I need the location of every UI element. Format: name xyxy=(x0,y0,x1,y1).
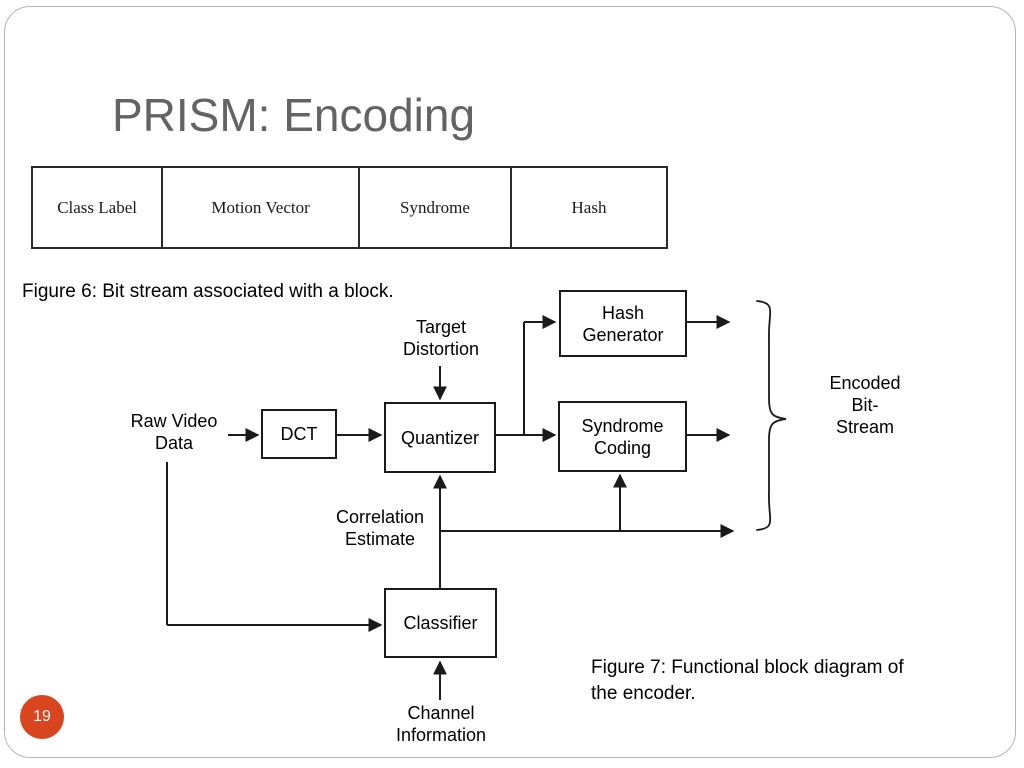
table-cell-label: Class Label xyxy=(57,197,137,217)
label-target-distortion: Target Distortion xyxy=(380,316,502,360)
label-correlation-estimate: Correlation Estimate xyxy=(320,506,440,550)
label-encoded-bit-stream: Encoded Bit- Stream xyxy=(805,372,925,438)
label-channel-information: Channel Information xyxy=(380,702,502,746)
block-label: Classifier xyxy=(403,613,478,633)
block-quantizer: Quantizer xyxy=(384,402,496,473)
page-title: PRISM: Encoding xyxy=(112,89,476,141)
label-line2: Estimate xyxy=(344,529,416,549)
block-hash-generator: Hash Generator xyxy=(559,290,687,357)
block-label: Quantizer xyxy=(400,427,480,448)
block-label: DCT xyxy=(280,424,318,444)
label-line1: Raw Video xyxy=(130,411,218,431)
block-dct: DCT xyxy=(261,409,337,459)
label-line1: Encoded xyxy=(829,373,901,393)
block-syndrome-coding: Syndrome Coding xyxy=(558,401,687,472)
block-label-line1: Hash xyxy=(601,302,645,323)
table-cell-syndrome: Syndrome xyxy=(360,168,512,247)
page-number-text: 19 xyxy=(33,708,51,725)
figure-7-caption: Figure 7: Functional block diagram of th… xyxy=(591,657,904,704)
table-cell-label: Syndrome xyxy=(400,197,470,217)
table-cell-label: Hash xyxy=(571,197,607,217)
table-cell-label: Motion Vector xyxy=(211,197,310,217)
page-number-badge: 19 xyxy=(20,695,64,739)
label-line1: Channel xyxy=(407,703,475,723)
label-line3: Stream xyxy=(835,417,895,437)
label-line1: Correlation xyxy=(335,507,425,527)
label-raw-video-data: Raw Video Data xyxy=(118,410,230,454)
figure-6-caption: Figure 6: Bit stream associated with a b… xyxy=(22,281,394,302)
table-cell-class-label: Class Label xyxy=(33,168,164,247)
table-cell-motion-vector: Motion Vector xyxy=(163,168,360,247)
label-line2: Bit- xyxy=(851,395,879,415)
block-classifier: Classifier xyxy=(384,588,497,658)
block-label-line2: Generator xyxy=(582,324,664,345)
label-line2: Information xyxy=(395,725,487,745)
bitstream-table: Class Label Motion Vector Syndrome Hash xyxy=(31,166,668,249)
label-line1: Target xyxy=(415,317,467,337)
block-label-line1: Syndrome xyxy=(581,415,664,436)
table-cell-hash: Hash xyxy=(512,168,666,247)
label-line2: Data xyxy=(154,433,194,453)
label-line2: Distortion xyxy=(402,339,480,359)
block-label-line2: Coding xyxy=(593,437,652,458)
